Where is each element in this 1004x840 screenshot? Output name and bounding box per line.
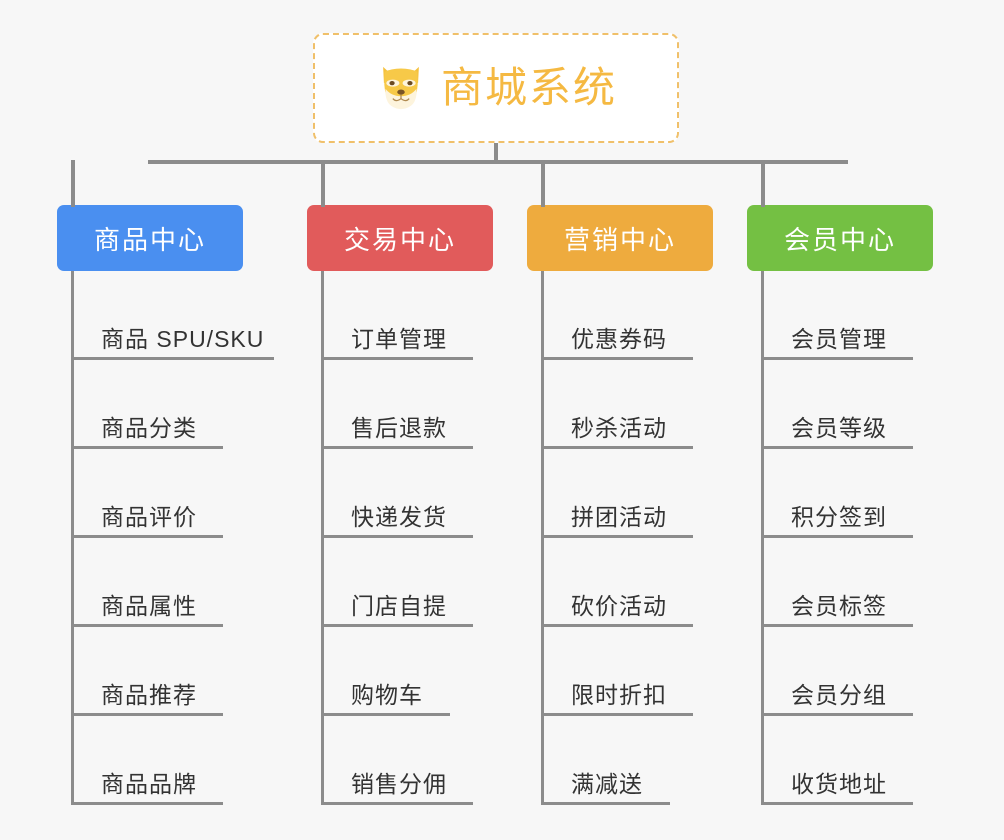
leaf-item-label: 订单管理 xyxy=(351,325,447,352)
leaf-item[interactable]: 商品推荐 xyxy=(71,627,223,716)
leaf-item-label: 快递发货 xyxy=(351,503,447,530)
connector-category-2 xyxy=(321,160,325,207)
leaf-column-4: 会员管理会员等级积分签到会员标签会员分组收货地址 xyxy=(751,271,991,805)
leaf-column-1: 商品 SPU/SKU 商品分类商品评价商品属性商品推荐商品品牌 xyxy=(61,271,301,805)
leaf-item[interactable]: 限时折扣 xyxy=(541,627,693,716)
connector-leaf-spine xyxy=(71,271,74,805)
leaf-item[interactable]: 收货地址 xyxy=(761,716,913,805)
leaf-item-label: 会员分组 xyxy=(791,681,887,708)
connector-leaf-spine xyxy=(321,271,324,805)
leaf-item-label: 销售分佣 xyxy=(351,770,447,797)
root-title: 商城系统 xyxy=(440,64,617,111)
leaf-item[interactable]: 订单管理 xyxy=(321,271,473,360)
leaf-item-label: 售后退款 xyxy=(351,414,447,441)
leaf-item[interactable]: 会员分组 xyxy=(761,627,913,716)
leaf-item-label: 商品品牌 xyxy=(101,770,197,797)
connector-category-1 xyxy=(71,160,75,207)
connector-leaf-spine xyxy=(761,271,764,805)
leaf-item[interactable]: 快递发货 xyxy=(321,449,473,538)
leaf-item-label: 商品评价 xyxy=(101,503,197,530)
category-label: 交易中心 xyxy=(343,224,456,255)
root-node[interactable]: 商城系统 xyxy=(313,33,679,143)
connector-leaf-spine xyxy=(541,271,544,805)
connector-category-3 xyxy=(541,160,545,207)
leaf-item[interactable]: 售后退款 xyxy=(321,360,473,449)
leaf-item-label: 商品属性 xyxy=(101,592,197,619)
leaf-item[interactable]: 购物车 xyxy=(321,627,450,716)
leaf-item[interactable]: 门店自提 xyxy=(321,538,473,627)
leaf-item[interactable]: 优惠券码 xyxy=(541,271,693,360)
leaf-item-label: 收货地址 xyxy=(791,770,887,797)
leaf-item[interactable]: 会员标签 xyxy=(761,538,913,627)
category-label: 营销中心 xyxy=(563,224,676,255)
leaf-item[interactable]: 商品 SPU/SKU xyxy=(71,271,274,360)
category-label: 商品中心 xyxy=(93,224,206,255)
leaf-item-label: 满减送 xyxy=(571,770,643,797)
leaf-item-label: 积分签到 xyxy=(791,503,887,530)
connector-root-stem xyxy=(494,143,498,162)
leaf-item-label: 会员标签 xyxy=(791,592,887,619)
category-label: 会员中心 xyxy=(783,224,896,255)
connector-category-4 xyxy=(761,160,765,207)
category-node-1[interactable]: 商品中心 xyxy=(57,205,243,271)
leaf-item[interactable]: 秒杀活动 xyxy=(541,360,693,449)
leaf-item[interactable]: 拼团活动 xyxy=(541,449,693,538)
leaf-item-label: 限时折扣 xyxy=(571,681,667,708)
leaf-item[interactable]: 满减送 xyxy=(541,716,670,805)
category-node-4[interactable]: 会员中心 xyxy=(747,205,933,271)
leaf-item[interactable]: 砍价活动 xyxy=(541,538,693,627)
leaf-item-label: 会员管理 xyxy=(791,325,887,352)
leaf-item-label: 砍价活动 xyxy=(571,592,667,619)
leaf-item-label: 门店自提 xyxy=(351,592,447,619)
shiba-dog-face-icon xyxy=(383,66,419,110)
leaf-column-3: 优惠券码秒杀活动拼团活动砍价活动限时折扣满减送 xyxy=(531,271,771,805)
leaf-item-label: 拼团活动 xyxy=(571,503,667,530)
leaf-item-label: 秒杀活动 xyxy=(571,414,667,441)
leaf-item-label: 优惠券码 xyxy=(571,325,667,352)
leaf-item[interactable]: 商品分类 xyxy=(71,360,223,449)
leaf-item-label: 商品推荐 xyxy=(101,681,197,708)
leaf-item-label: 商品 SPU/SKU xyxy=(101,325,265,352)
leaf-item[interactable]: 积分签到 xyxy=(761,449,913,538)
leaf-item[interactable]: 商品属性 xyxy=(71,538,223,627)
leaf-item-label: 购物车 xyxy=(351,681,423,708)
leaf-item[interactable]: 会员管理 xyxy=(761,271,913,360)
leaf-item[interactable]: 销售分佣 xyxy=(321,716,473,805)
leaf-item-label: 会员等级 xyxy=(791,414,887,441)
leaf-item-label: 商品分类 xyxy=(101,414,197,441)
leaf-item[interactable]: 商品品牌 xyxy=(71,716,223,805)
connector-horizontal-bus xyxy=(148,160,848,164)
leaf-column-2: 订单管理售后退款快递发货门店自提购物车销售分佣 xyxy=(311,271,551,805)
leaf-item[interactable]: 商品评价 xyxy=(71,449,223,538)
category-node-2[interactable]: 交易中心 xyxy=(307,205,493,271)
leaf-item[interactable]: 会员等级 xyxy=(761,360,913,449)
category-node-3[interactable]: 营销中心 xyxy=(527,205,713,271)
